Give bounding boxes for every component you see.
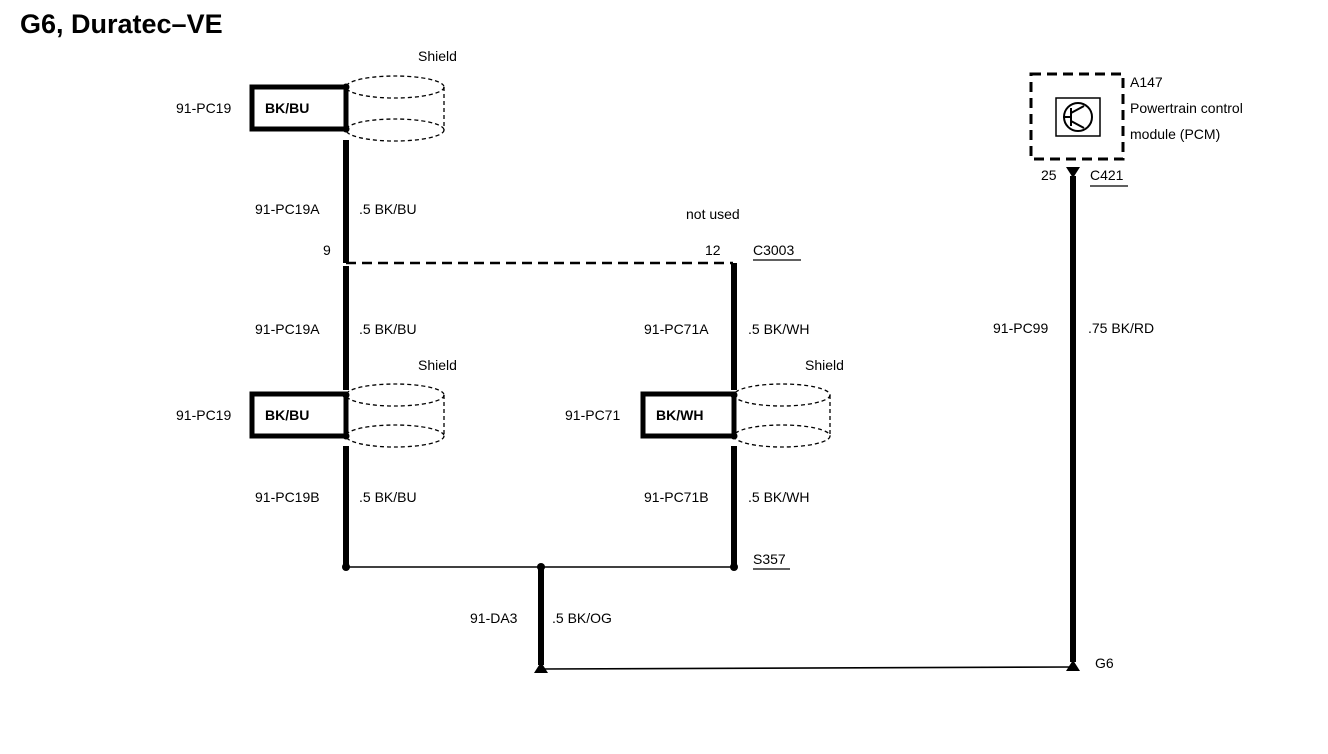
splice-dot xyxy=(342,563,350,571)
connector-c421-label: C421 xyxy=(1090,167,1124,183)
wire-color-pc19-mid: BK/BU xyxy=(265,407,309,423)
module-name-line1: Powertrain control xyxy=(1130,100,1243,116)
wire-color-pc99: .75 BK/RD xyxy=(1088,320,1154,336)
wire-color-pc19a-lower: .5 BK/BU xyxy=(359,321,417,337)
wire-color-pc71b: .5 BK/WH xyxy=(748,489,809,505)
splice-dot xyxy=(730,563,738,571)
circuit-label-pc71b: 91-PC71B xyxy=(644,489,709,505)
shield-top-left xyxy=(249,75,445,142)
wire-box-pc19-mid xyxy=(249,391,349,439)
pin-label-25: 25 xyxy=(1041,167,1057,183)
pin-label-12: 12 xyxy=(705,242,721,258)
connector-pin-icon xyxy=(1066,167,1080,178)
ground-terminal-icon xyxy=(534,662,548,673)
wire-color-da3: .5 BK/OG xyxy=(552,610,612,626)
circuit-label-pc19-top: 91-PC19 xyxy=(176,100,231,116)
shield-mid-right xyxy=(640,383,831,448)
pcm-module-box xyxy=(1029,72,1125,161)
module-name-line2: module (PCM) xyxy=(1130,126,1220,142)
shield-label: Shield xyxy=(418,48,457,64)
circuit-label-pc19-mid: 91-PC19 xyxy=(176,407,231,423)
ground-bus xyxy=(540,666,1074,670)
shield-label: Shield xyxy=(418,357,457,373)
transistor-icon xyxy=(1063,102,1093,132)
shield-label: Shield xyxy=(805,357,844,373)
shield-mid-left xyxy=(249,383,445,448)
circuit-label-pc19a-upper: 91-PC19A xyxy=(255,201,320,217)
wire-box-pc71 xyxy=(640,391,737,439)
module-id-a147: A147 xyxy=(1130,74,1163,90)
ground-terminal-icon xyxy=(1066,660,1080,671)
wire-color-pc19-top: BK/BU xyxy=(265,100,309,116)
pcm-symbol-frame xyxy=(1055,97,1101,137)
splice-s357-label: S357 xyxy=(753,551,786,567)
circuit-label-pc71a: 91-PC71A xyxy=(644,321,709,337)
wire-color-pc71a: .5 BK/WH xyxy=(748,321,809,337)
connector-c3003-label: C3003 xyxy=(753,242,794,258)
wire-color-pc19a-upper: .5 BK/BU xyxy=(359,201,417,217)
wire-color-pc71: BK/WH xyxy=(656,407,703,423)
wire-color-pc19b: .5 BK/BU xyxy=(359,489,417,505)
pin-label-9: 9 xyxy=(323,242,331,258)
not-used-label: not used xyxy=(686,206,740,222)
diagram-title: G6, Duratec–VE xyxy=(20,9,223,39)
circuit-label-pc19a-lower: 91-PC19A xyxy=(255,321,320,337)
ground-label-g6: G6 xyxy=(1095,655,1114,671)
circuit-label-pc19b: 91-PC19B xyxy=(255,489,320,505)
circuit-label-pc71: 91-PC71 xyxy=(565,407,620,423)
circuit-label-da3: 91-DA3 xyxy=(470,610,518,626)
circuit-label-pc99: 91-PC99 xyxy=(993,320,1048,336)
